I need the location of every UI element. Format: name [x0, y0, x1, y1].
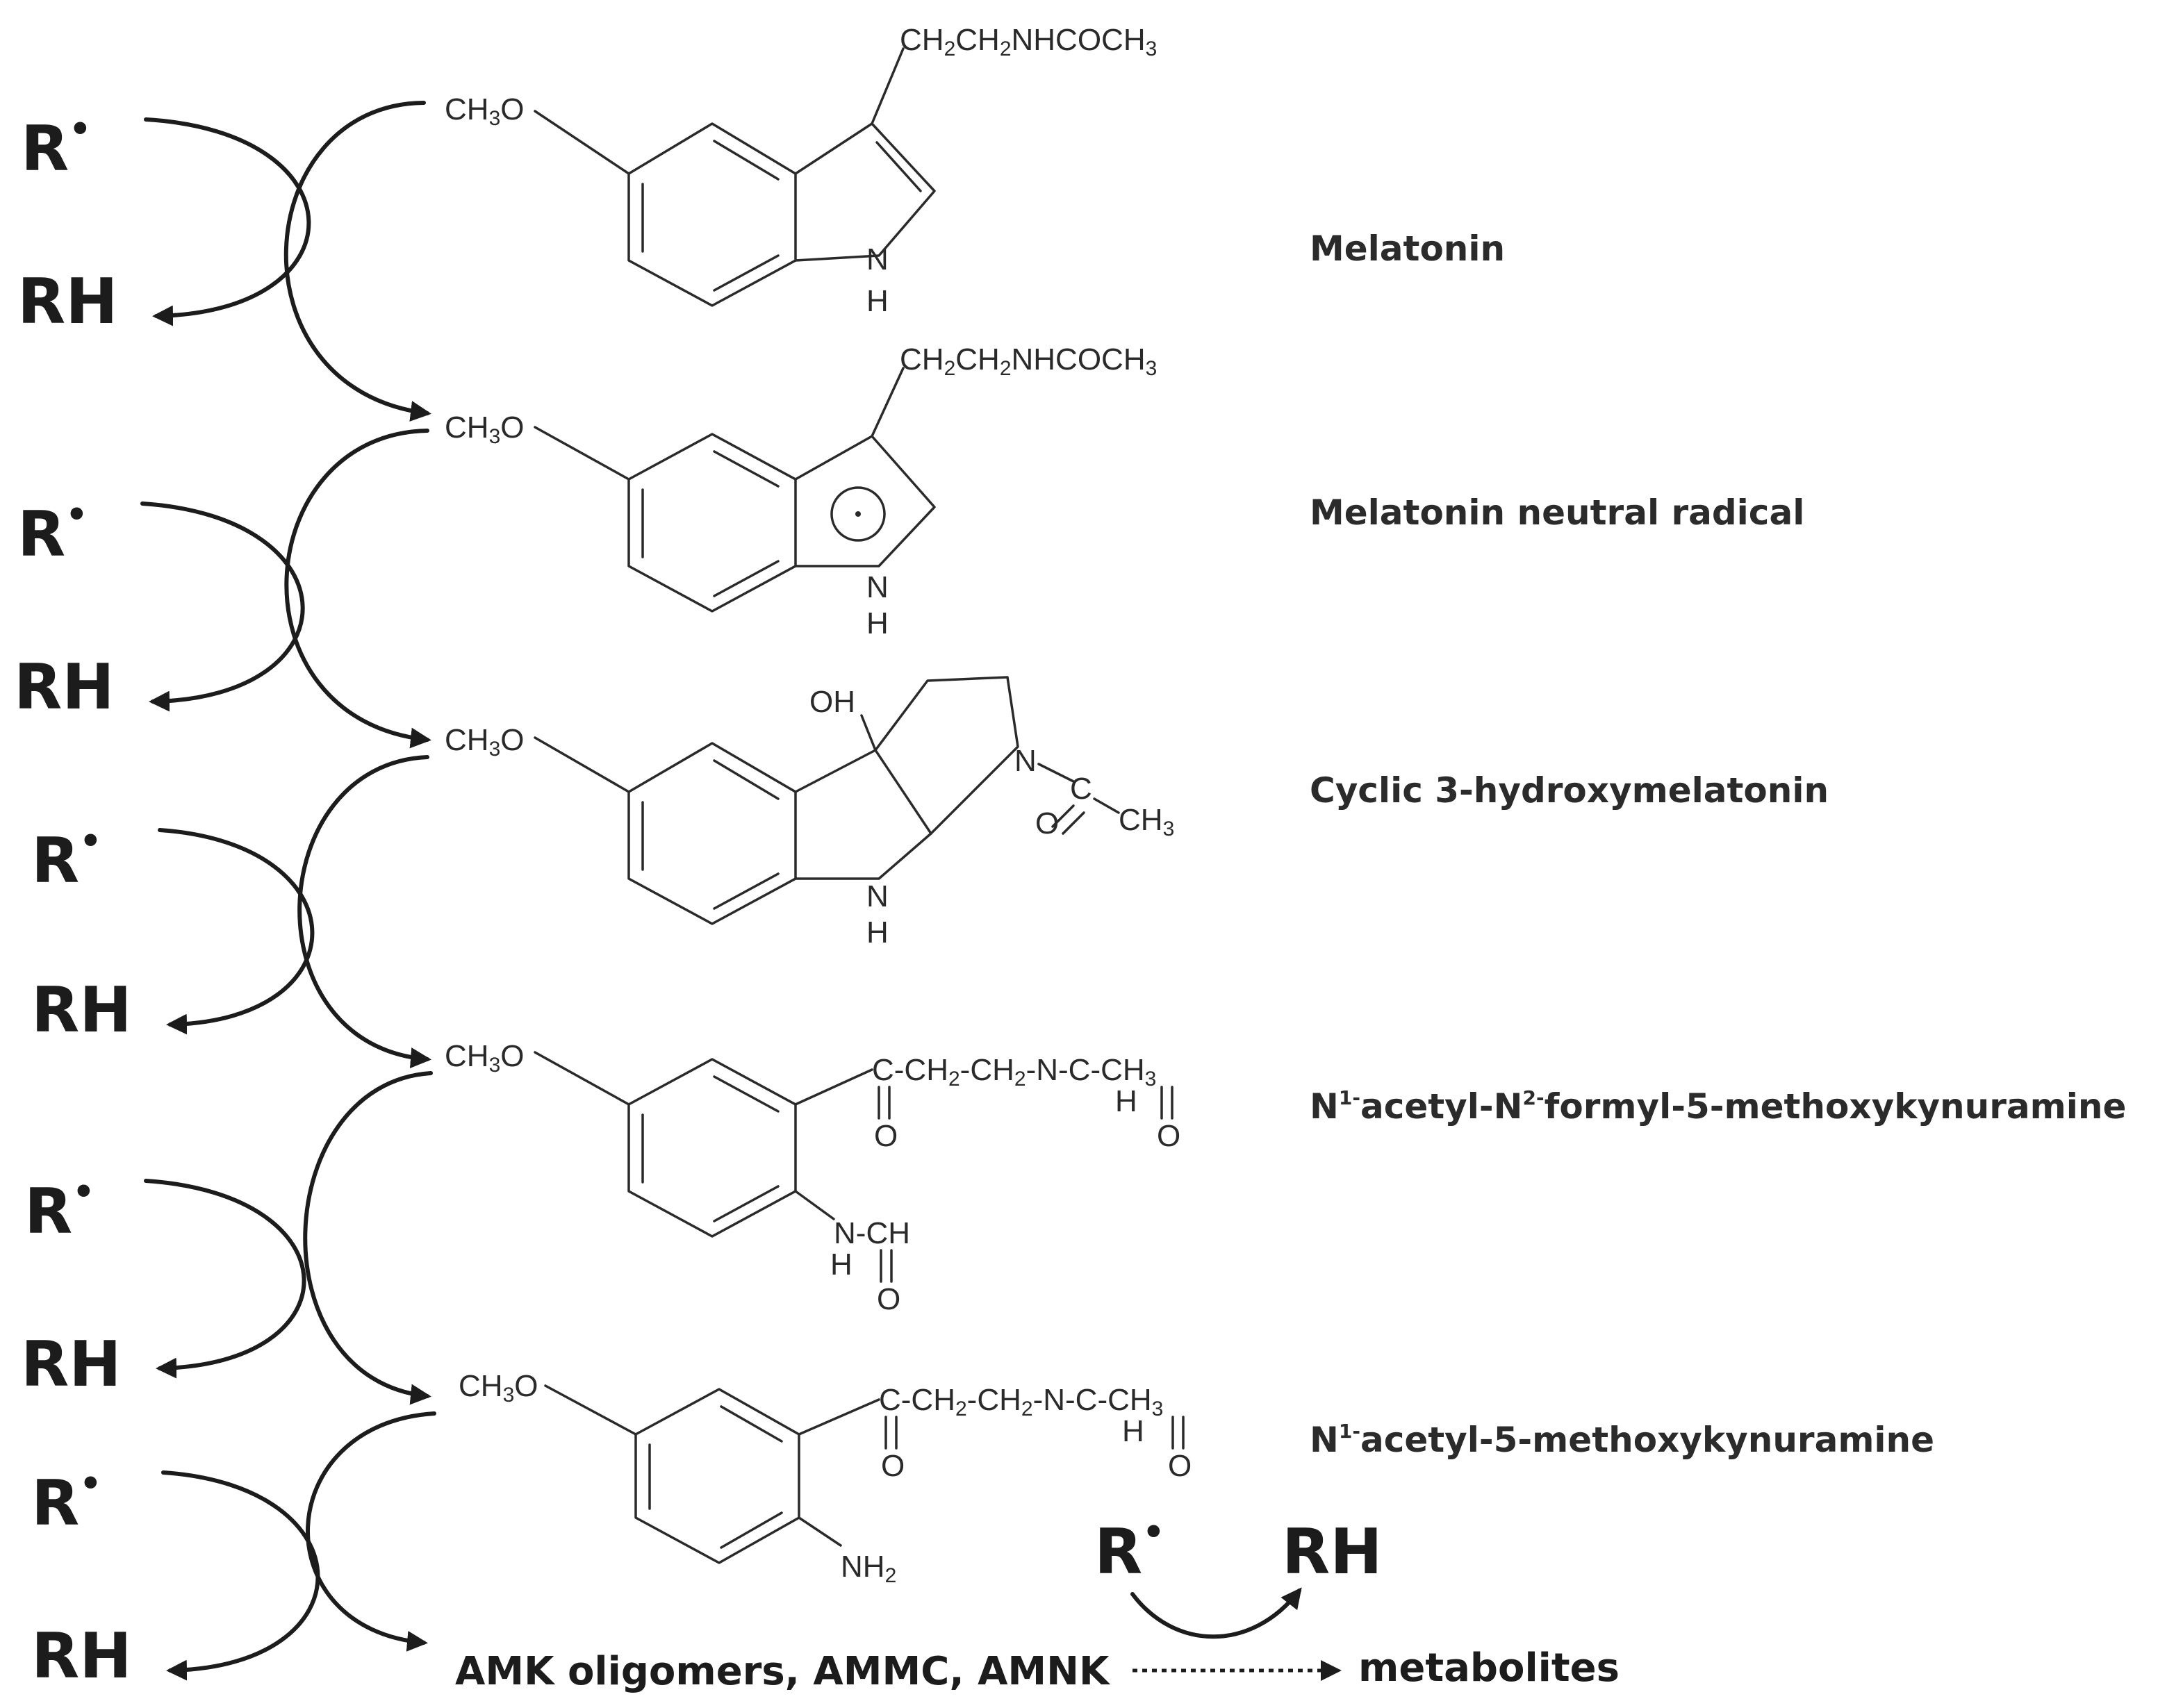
molecule-cyclic-3-hydroxymelatonin: CH3O OH N C O CH3 N H	[445, 676, 1174, 950]
side-chain-label: C-CH2-CH2-N-C-CH3	[872, 1053, 1156, 1091]
methoxy-label: CH3O	[459, 1369, 538, 1407]
side-radical-label: R•	[1094, 1512, 1164, 1589]
methoxy-label: CH3O	[445, 1039, 524, 1077]
hydroxyl-label: OH	[809, 685, 855, 719]
ketone-oxygen-label: O	[874, 1119, 898, 1153]
transformation-arrows	[283, 101, 436, 1652]
radical-label: R•	[21, 109, 91, 185]
nitrogen-label: N	[866, 242, 889, 276]
formamide-label: N-CH	[834, 1216, 910, 1250]
radical-dot	[855, 511, 861, 517]
molecule-melatonin: CH3O CH2CH2NHCOCH3 N H	[445, 23, 1157, 318]
radical-pair-5: R• RH	[31, 1464, 132, 1693]
side-chain-label: C-CH2-CH2-N-C-CH3	[879, 1383, 1163, 1420]
name-cyclic-3-hydroxymelatonin: Cyclic 3-hydroxymelatonin	[1310, 770, 1829, 811]
hydrogen-label: H	[866, 606, 889, 640]
radical-pair-3: R• RH	[31, 821, 132, 1047]
nitrogen-label: N	[1014, 744, 1037, 778]
name-melatonin-neutral-radical: Melatonin neutral radical	[1310, 492, 1804, 533]
amine-label: NH2	[841, 1550, 896, 1587]
rh-label: RH	[17, 265, 118, 338]
products-label: AMK oligomers, AMMC, AMNK	[455, 1649, 1111, 1694]
name-afmk: N1-acetyl-N2-formyl-5-methoxykynuramine	[1310, 1086, 2126, 1127]
radical-label: R•	[24, 1172, 94, 1248]
methoxy-label: CH3O	[445, 723, 524, 761]
rh-label: RH	[31, 1620, 132, 1693]
side-chain-label: CH2CH2NHCOCH3	[900, 23, 1157, 60]
radical-label: R•	[31, 821, 101, 897]
name-melatonin: Melatonin	[1310, 229, 1505, 269]
compound-names: Melatonin Melatonin neutral radical Cycl…	[1310, 229, 2126, 1460]
radical-pair-1: R• RH	[17, 109, 118, 338]
hydrogen-label: H	[866, 284, 889, 318]
methoxy-label: CH3O	[445, 92, 524, 130]
rh-label: RH	[31, 974, 132, 1047]
rh-label: RH	[21, 1328, 122, 1401]
molecule-melatonin-neutral-radical: CH3O CH2CH2NHCOCH3 N H	[445, 342, 1157, 640]
amide-hydrogen-label: H	[1122, 1414, 1144, 1448]
bottom-products-row: AMK oligomers, AMMC, AMNK metabolites R•…	[455, 1512, 1620, 1694]
methoxy-label: CH3O	[445, 411, 524, 448]
molecule-afmk: CH3O C-CH2-CH2-N-C-CH3 O H O N-CH H O	[445, 1039, 1180, 1316]
radical-to-rh-arrows	[140, 117, 320, 1681]
radical-label: R•	[17, 495, 88, 571]
name-amk: N1-acetyl-5-methoxykynuramine	[1310, 1420, 1934, 1460]
amide-hydrogen-label: H	[1115, 1084, 1137, 1118]
rh-label: RH	[14, 651, 115, 724]
side-chain-label: CH2CH2NHCOCH3	[900, 342, 1157, 380]
metabolites-label: metabolites	[1358, 1645, 1620, 1691]
radical-pair-2: R• RH	[14, 495, 115, 724]
carbonyl-carbon-label: C	[1070, 772, 1092, 806]
methyl-label: CH3	[1119, 803, 1174, 840]
amide-oxygen-label: O	[1168, 1449, 1192, 1483]
molecule-amk: CH3O C-CH2-CH2-N-C-CH3 O H O NH2	[459, 1369, 1192, 1587]
ketone-oxygen-label: O	[881, 1449, 905, 1483]
formyl-oxygen-label: O	[877, 1282, 900, 1316]
side-radical-arrow	[1130, 1587, 1302, 1639]
nitrogen-label: N	[866, 570, 889, 604]
amide-oxygen-label: O	[1157, 1119, 1180, 1153]
side-rh-label: RH	[1282, 1516, 1383, 1589]
carbonyl-oxygen-label: O	[1035, 806, 1059, 840]
radical-label: R•	[31, 1464, 101, 1540]
radical-pair-4: R• RH	[21, 1172, 122, 1401]
radical-delocalization-circle	[830, 486, 886, 542]
hydrogen-label: H	[866, 915, 889, 950]
formamide-hydrogen-label: H	[830, 1247, 853, 1282]
nitrogen-label: N	[866, 879, 889, 913]
